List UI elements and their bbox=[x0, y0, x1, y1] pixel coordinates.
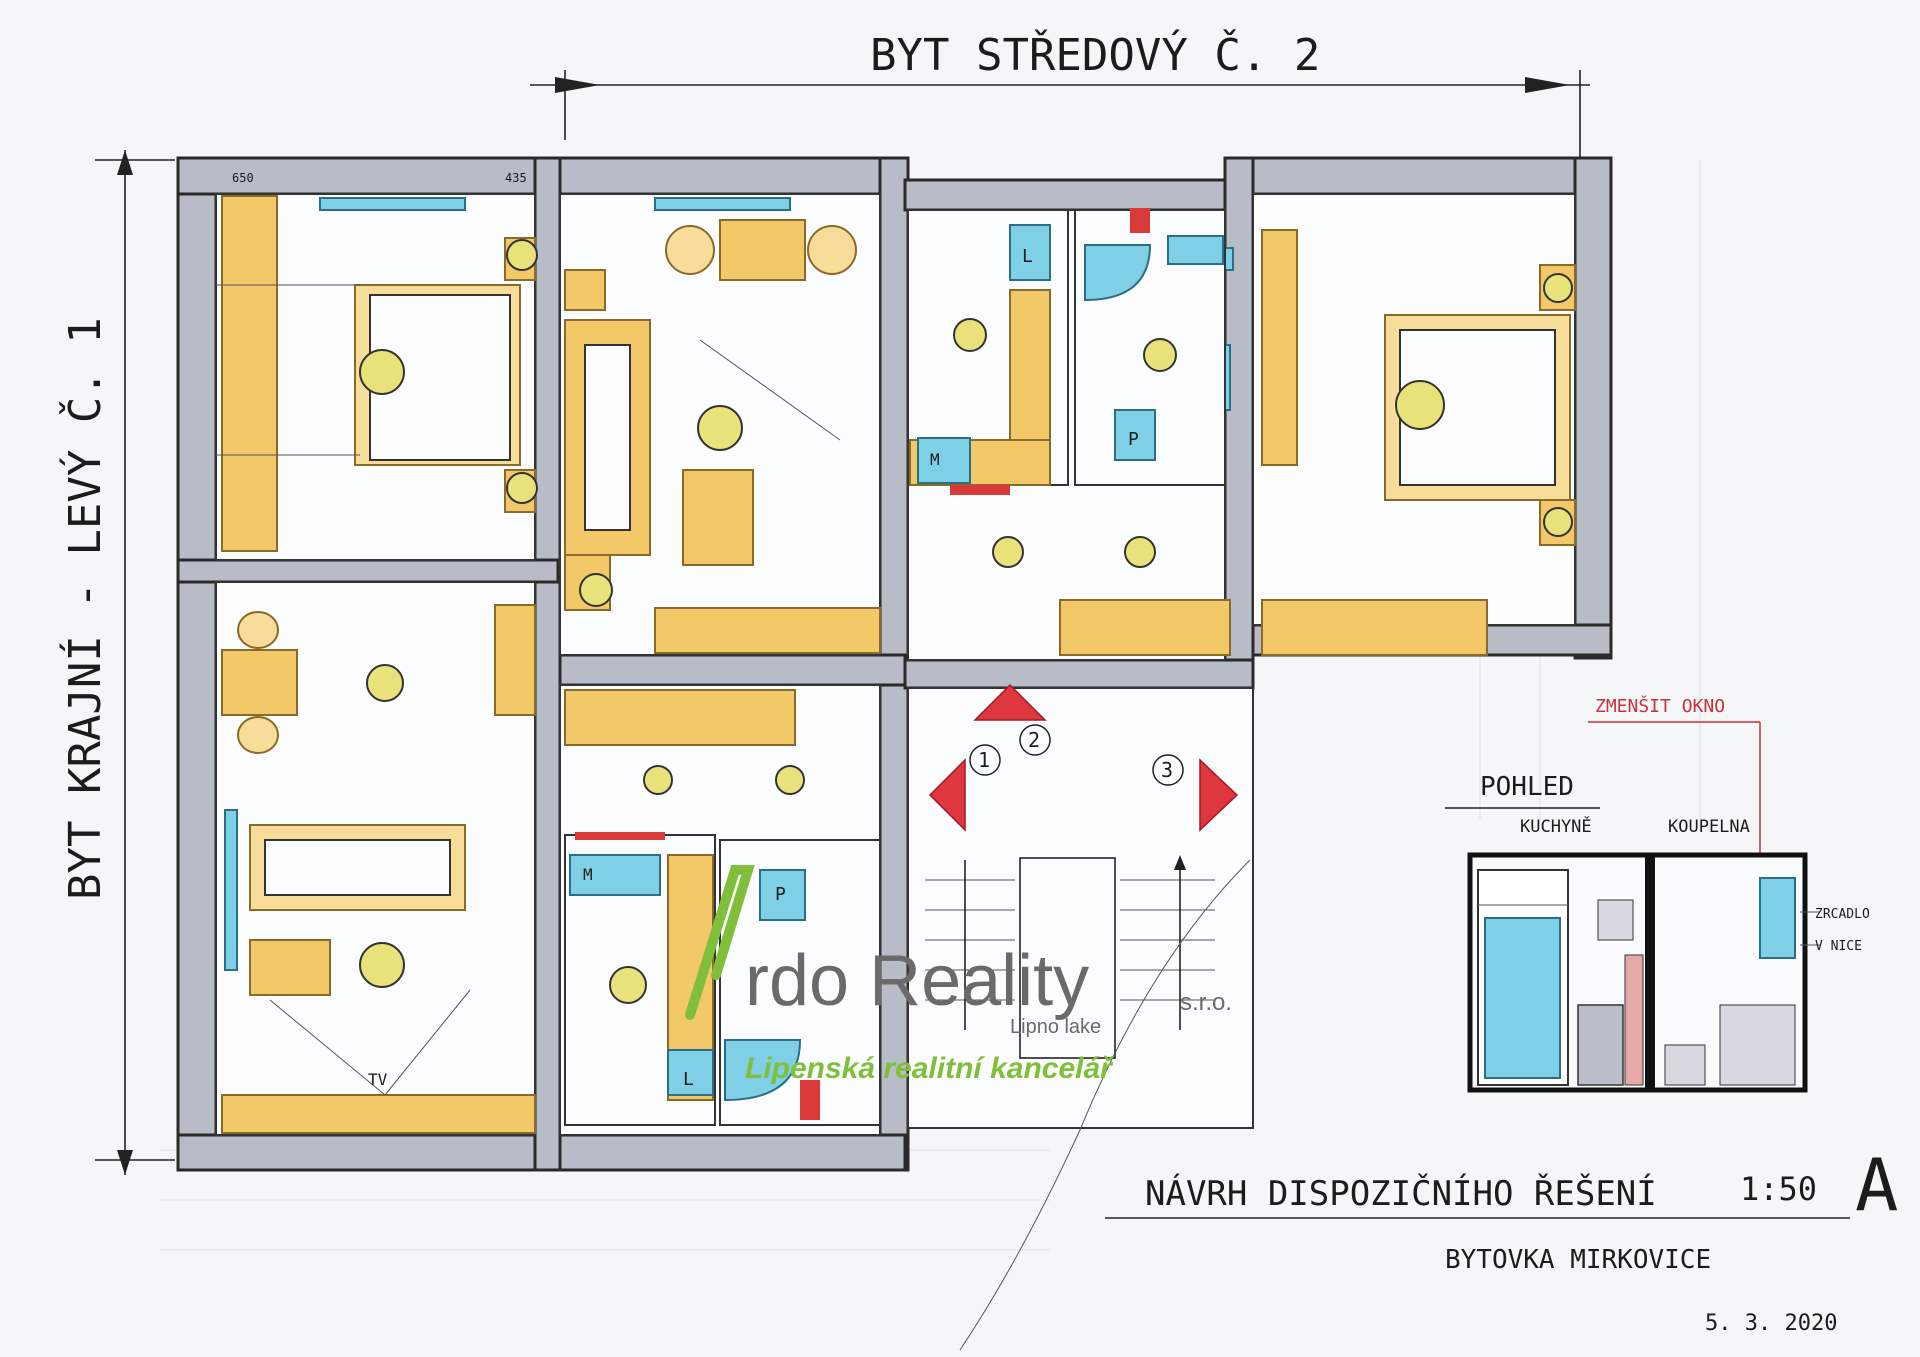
side-title: BYT KRAJNÍ - LEVÝ Č. 1 bbox=[58, 317, 111, 900]
left-kitchen-bath bbox=[564, 832, 881, 1126]
scale: 1:50 bbox=[1740, 1170, 1817, 1208]
lamp bbox=[359, 942, 405, 988]
lamp bbox=[1124, 536, 1156, 568]
label-kuchyne: KUCHYNĚ bbox=[1520, 815, 1592, 837]
lamp bbox=[953, 318, 987, 352]
dim-label-left: 650 bbox=[232, 171, 254, 185]
lamp bbox=[359, 349, 405, 395]
logo-suffix: s.r.o. bbox=[1180, 989, 1232, 1016]
label-m-1: M bbox=[930, 450, 940, 469]
logo-location: Lipno lake bbox=[1010, 1016, 1101, 1038]
label-v-nice: V NICE bbox=[1815, 939, 1862, 954]
ceiling-lamps bbox=[359, 239, 1573, 1004]
label-l-1: L bbox=[1022, 246, 1033, 267]
lamp bbox=[506, 472, 538, 504]
label-p-1: P bbox=[1128, 429, 1139, 450]
left-dimension-line bbox=[95, 150, 175, 1175]
view-label-1: 1 bbox=[978, 748, 990, 772]
furniture-middle-living bbox=[564, 219, 881, 746]
view-arrows bbox=[928, 683, 1239, 832]
dim-label-right: 435 bbox=[505, 171, 527, 185]
top-dimension-line bbox=[530, 70, 1590, 160]
drawing-date: 5. 3. 2020 bbox=[1705, 1311, 1837, 1336]
view-arrow-3 bbox=[1199, 758, 1239, 832]
label-koupelna: KOUPELNA bbox=[1668, 817, 1750, 837]
lamp bbox=[579, 573, 613, 607]
view-label-2: 2 bbox=[1028, 728, 1040, 752]
staircase bbox=[925, 855, 1251, 1351]
label-zrcadlo: ZRCADLO bbox=[1815, 907, 1870, 922]
lamp bbox=[1395, 380, 1445, 430]
label-l-2: L bbox=[683, 1069, 694, 1090]
furniture-left-bedroom bbox=[216, 195, 536, 552]
lamp bbox=[1543, 507, 1573, 537]
lamp bbox=[992, 536, 1024, 568]
lamp bbox=[643, 765, 673, 795]
view-arrow-1 bbox=[928, 758, 966, 832]
middle-kitchen-bath bbox=[907, 208, 1231, 656]
project-name: BYTOVKA MIRKOVICE bbox=[1445, 1245, 1711, 1275]
pohled-title: POHLED bbox=[1480, 772, 1574, 802]
top-title: BYT STŘEDOVÝ Č. 2 bbox=[870, 28, 1320, 81]
lamp bbox=[775, 765, 805, 795]
windows bbox=[224, 197, 1234, 971]
lamp bbox=[1543, 273, 1573, 303]
sheet-letter: A bbox=[1855, 1143, 1898, 1227]
lamp bbox=[366, 664, 404, 702]
elevation-drawing bbox=[1467, 852, 1820, 1093]
view-label-3: 3 bbox=[1161, 758, 1173, 782]
ardo-reality-logo: rdo Reality s.r.o. Lipno lake Lipenská r… bbox=[685, 865, 1232, 1085]
lamp bbox=[697, 405, 743, 451]
lamp bbox=[609, 966, 647, 1004]
main-title: NÁVRH DISPOZIČNÍHO ŘEŠENÍ bbox=[1145, 1173, 1657, 1214]
furniture-left-living bbox=[221, 604, 536, 1134]
lamp bbox=[506, 239, 538, 271]
label-m-2: M bbox=[583, 865, 593, 884]
label-tv: TV bbox=[368, 1070, 388, 1089]
label-p-2: P bbox=[775, 884, 786, 905]
logo-tagline: Lipenská realitní kancelář bbox=[745, 1052, 1115, 1085]
view-arrow-2 bbox=[973, 683, 1047, 721]
logo-brand: rdo Reality bbox=[745, 941, 1089, 1021]
note-zmensit-okno: ZMENŠIT OKNO bbox=[1595, 695, 1725, 717]
